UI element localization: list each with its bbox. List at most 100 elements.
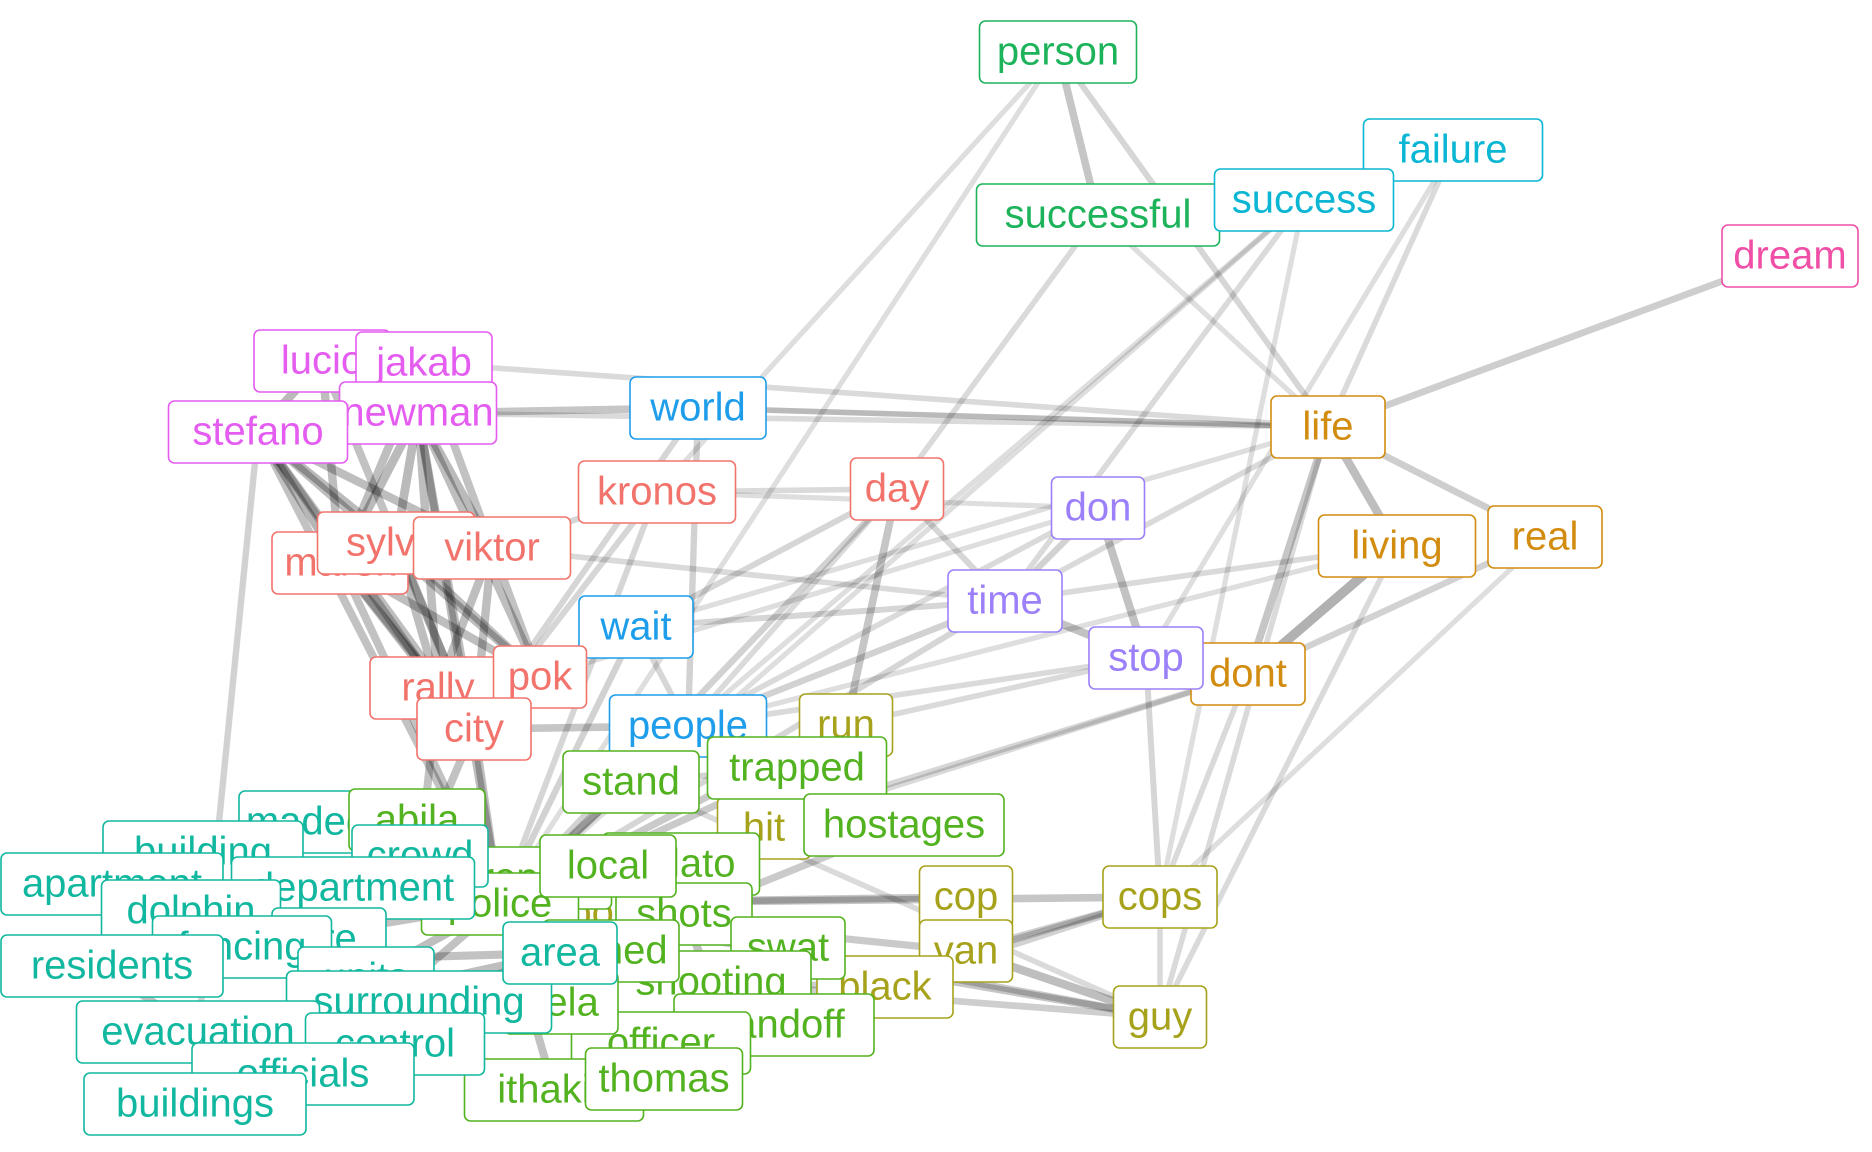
node-label-success: success [1232,178,1377,222]
node-label-dream: dream [1733,234,1846,278]
node-box-success [1213,168,1395,232]
node-person: person [978,20,1138,84]
node-label-lucio: lucio [281,339,363,383]
node-label-trapped: trapped [729,746,865,790]
node-box-failure [1362,118,1544,182]
node-viktor: viktor [412,516,572,580]
edge-stop-cops [1143,655,1163,900]
node-label-dont: dont [1209,652,1287,696]
node-label-successful: successful [1005,193,1192,237]
node-time: time [947,569,1063,633]
node-label-living: living [1351,524,1442,568]
edge-success-people [685,197,1307,729]
node-trapped: trapped [706,736,888,800]
edge-dont-cops [1157,671,1251,900]
node-label-time: time [967,579,1043,623]
node-box-real [1487,505,1603,569]
node-successful: successful [975,183,1221,247]
node-stand: stand [562,750,700,814]
node-box-don [1050,476,1146,540]
node-box-viktor [412,516,572,580]
node-guy: guy [1112,985,1208,1049]
node-real: real [1487,505,1603,569]
node-box-hostages [803,793,1005,857]
node-box-trapped [706,736,888,800]
node-box-stand [562,750,700,814]
node-label-area: area [520,931,601,975]
edge-successful-day [894,212,1101,492]
node-box-life [1270,395,1386,459]
node-label-wait: wait [599,605,671,649]
edge-don-people [685,505,1101,729]
node-jakab: jakab [355,331,493,395]
edge-real-cops [1157,534,1548,900]
node-failure: failure [1362,118,1544,182]
edge-jakab-life [421,360,1331,430]
node-box-cops [1102,865,1218,929]
node-day: day [849,457,945,521]
node-living: living [1317,514,1477,578]
edge-success-time [1002,197,1307,604]
edge-successful-life [1095,212,1331,430]
node-label-stand: stand [582,760,680,804]
node-newman: newman [338,381,498,445]
node-box-dream [1721,224,1859,288]
node-world: world [629,376,767,440]
node-label-kronos: kronos [597,470,717,514]
node-success: success [1213,168,1395,232]
node-wait: wait [578,595,694,659]
edge-success-cops [1157,197,1307,900]
node-label-hostages: hostages [823,803,985,847]
node-cop: cop [918,865,1014,929]
edge-time-wait [633,598,1008,630]
node-box-stop [1088,626,1204,690]
node-label-residents: residents [31,944,193,988]
edge-day-run [842,485,901,729]
node-box-area [502,921,618,985]
node-box-person [978,20,1138,84]
edge-living-guy [1157,543,1400,1020]
edge-failure-life [1325,147,1456,430]
node-buildings: buildings [83,1072,307,1136]
node-label-local: local [567,844,649,888]
edge-dream-life [1324,252,1794,431]
node-stefano: stefano [167,400,349,464]
edge-time-viktor [489,545,1008,604]
edge-life-world [695,405,1331,430]
node-label-city: city [444,707,504,751]
node-residents: residents [0,934,224,998]
node-label-person: person [997,30,1119,74]
node-label-real: real [1512,515,1579,559]
node-label-stefano: stefano [192,410,323,454]
node-label-world: world [649,386,746,430]
node-label-stop: stop [1108,636,1184,680]
node-box-world [629,376,767,440]
node-thomas: thomas [584,1047,744,1111]
node-kronos: kronos [577,460,737,524]
node-label-jakab: jakab [375,341,472,385]
node-hostages: hostages [803,793,1005,857]
node-label-don: don [1065,486,1132,530]
node-label-department: department [252,866,454,910]
node-label-buildings: buildings [116,1082,274,1126]
node-label-life: life [1302,405,1353,449]
node-box-city [416,697,532,761]
node-life: life [1270,395,1386,459]
node-box-buildings [83,1072,307,1136]
node-box-guy [1112,985,1208,1049]
node-label-cop: cop [934,875,999,919]
node-label-day: day [865,467,930,511]
node-box-residents [0,934,224,998]
node-box-living [1317,514,1477,578]
edge-life-wait [633,424,1331,630]
node-box-local [539,834,677,898]
node-box-day [849,457,945,521]
node-stop: stop [1088,626,1204,690]
node-dream: dream [1721,224,1859,288]
edge-life-newman [415,410,1331,430]
node-label-newman: newman [342,391,493,435]
node-label-thomas: thomas [598,1057,729,1101]
node-local: local [539,834,677,898]
node-label-pok: pok [508,655,573,699]
